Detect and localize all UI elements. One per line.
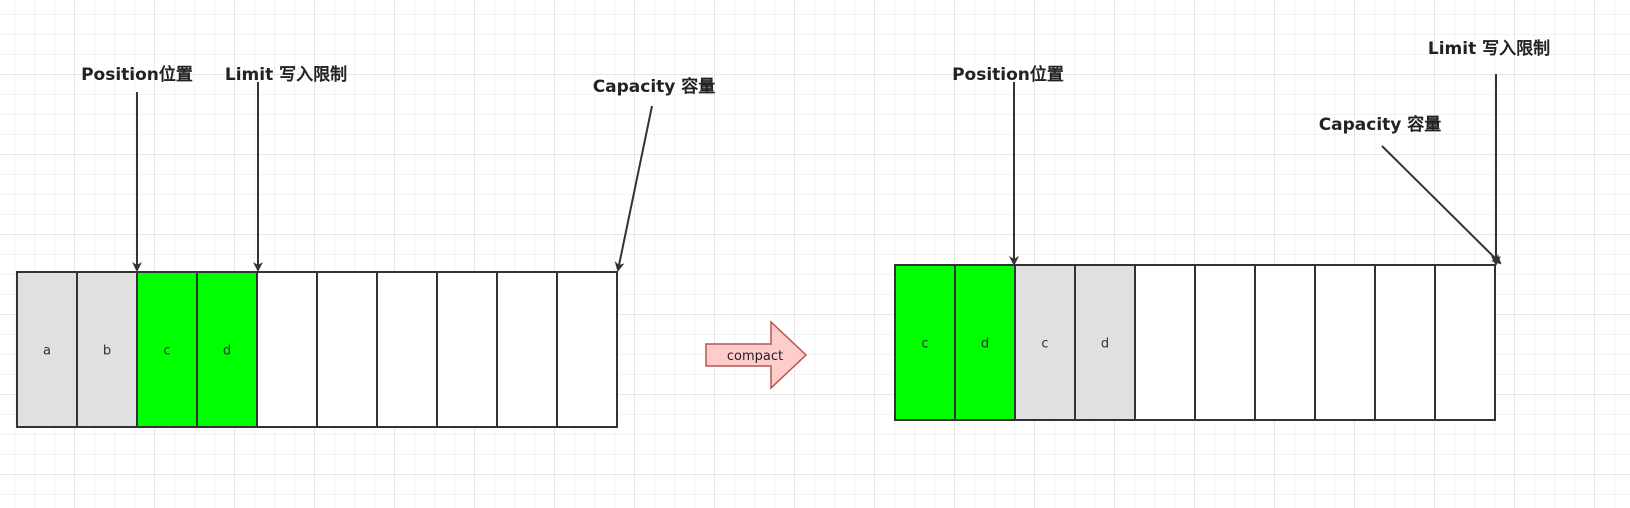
before-cell: a xyxy=(16,271,78,428)
before-cell-box xyxy=(556,271,618,428)
before-cell: b xyxy=(76,271,138,428)
after-cell: c xyxy=(1014,264,1076,421)
after-cell-box xyxy=(1254,264,1316,421)
before-cell-label: a xyxy=(43,344,51,359)
after-cell-box xyxy=(1134,264,1196,421)
after-cell-label: d xyxy=(1101,337,1109,352)
after-cell-label: d xyxy=(981,337,989,352)
before-cell xyxy=(556,271,618,428)
after-cell: d xyxy=(954,264,1016,421)
after-cell-box xyxy=(1434,264,1496,421)
after-cell: d xyxy=(1074,264,1136,421)
before-cell-box xyxy=(136,271,198,428)
before-capacity-label: Capacity 容量 xyxy=(593,76,716,97)
before-buffer: a b c d xyxy=(16,271,618,428)
before-cell-box xyxy=(376,271,438,428)
after-cell xyxy=(1134,264,1196,421)
after-cell xyxy=(1194,264,1256,421)
compact-arrow: compact xyxy=(705,320,808,390)
before-cell-box xyxy=(256,271,318,428)
before-cell-label: c xyxy=(163,344,170,359)
before-cell-box xyxy=(496,271,558,428)
before-cell xyxy=(376,271,438,428)
after-cell: c xyxy=(894,264,956,421)
after-cell xyxy=(1434,264,1496,421)
before-capacity-pointer: Capacity 容量 xyxy=(593,76,716,272)
before-cell: d xyxy=(196,271,258,428)
after-cell-box xyxy=(1194,264,1256,421)
before-cell-box xyxy=(16,271,78,428)
after-capacity-label: Capacity 容量 xyxy=(1319,114,1442,135)
compact-arrow-label: compact xyxy=(727,349,783,364)
before-limit-pointer: Limit 写入限制 xyxy=(225,64,347,272)
before-cell-box xyxy=(76,271,138,428)
before-cell xyxy=(256,271,318,428)
before-cell: c xyxy=(136,271,198,428)
after-capacity-pointer: Capacity 容量 xyxy=(1319,114,1502,265)
before-cell xyxy=(496,271,558,428)
after-cell-label: c xyxy=(1041,337,1048,352)
after-limit-pointer: Limit 写入限制 xyxy=(1428,38,1550,266)
before-cell-label: b xyxy=(103,344,111,359)
compact-arrow-shape xyxy=(705,320,808,390)
before-cell-box xyxy=(316,271,378,428)
after-cell-box xyxy=(1314,264,1376,421)
before-capacity-arrow xyxy=(614,105,653,272)
after-cell-box xyxy=(954,264,1016,421)
after-position-label: Position位置 xyxy=(952,64,1064,85)
before-position-pointer: Position位置 xyxy=(81,64,193,272)
before-cell-box xyxy=(436,271,498,428)
after-capacity-arrow xyxy=(1381,145,1502,265)
after-cell xyxy=(1374,264,1436,421)
before-cell xyxy=(436,271,498,428)
before-position-label: Position位置 xyxy=(81,64,193,85)
after-limit-label: Limit 写入限制 xyxy=(1428,38,1550,59)
after-cell xyxy=(1314,264,1376,421)
after-position-pointer: Position位置 xyxy=(952,64,1064,266)
before-cell xyxy=(316,271,378,428)
after-cell xyxy=(1254,264,1316,421)
after-cell-label: c xyxy=(921,337,928,352)
before-limit-label: Limit 写入限制 xyxy=(225,64,347,85)
after-cell-box xyxy=(1374,264,1436,421)
before-cell-label: d xyxy=(223,344,231,359)
